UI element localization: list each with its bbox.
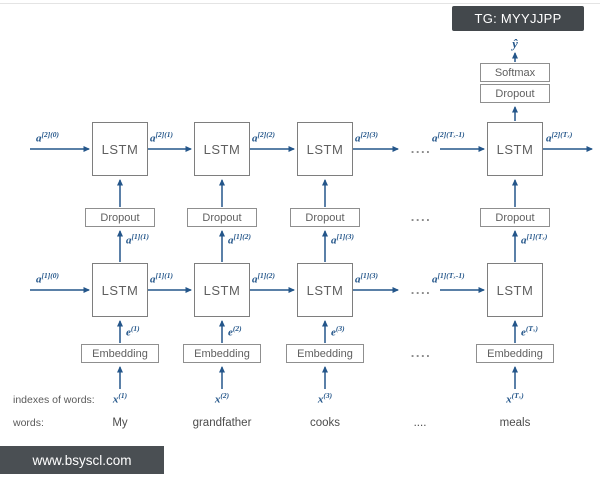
top-divider <box>0 3 600 4</box>
dropout-box-t2: Dropout <box>187 208 257 227</box>
word-cooks: cooks <box>309 417 341 429</box>
caption-words: words: <box>13 417 44 429</box>
label-x-1: x(1) <box>112 391 128 406</box>
dropout-box-t4: Dropout <box>480 208 550 227</box>
embedding-box-t3: Embedding <box>286 344 364 363</box>
embedding-box-t4: Embedding <box>476 344 554 363</box>
label-a1-0: a[1](0) <box>36 271 59 286</box>
caption-indexes-of-words: indexes of words: <box>13 394 95 406</box>
lstm-box-layer1-t3: LSTM <box>297 263 353 317</box>
softmax-box: Softmax <box>480 63 550 82</box>
dropout-box-output: Dropout <box>480 84 550 103</box>
label-x-tx: x(Tₓ) <box>506 391 524 406</box>
lstm-box-layer2-t2: LSTM <box>194 122 250 176</box>
label-a1-out-tx: a[1](Tₓ) <box>521 232 548 247</box>
label-e-tx: e(Tₓ) <box>521 324 539 339</box>
lstm-box-layer2-t3: LSTM <box>297 122 353 176</box>
word-meals: meals <box>499 417 531 429</box>
label-e-2: e(2) <box>228 324 242 339</box>
lstm-box-layer2-t1: LSTM <box>92 122 148 176</box>
label-a2-tx: a[2](Tₓ) <box>546 130 573 145</box>
label-x-2: x(2) <box>214 391 230 406</box>
label-a2-0: a[2](0) <box>36 130 59 145</box>
ellipsis-layer1: .... <box>410 282 432 297</box>
dropout-box-t1: Dropout <box>85 208 155 227</box>
ellipsis-dropout: .... <box>410 209 432 224</box>
label-a1-1: a[1](1) <box>150 271 173 286</box>
label-a1-out-3: a[1](3) <box>331 232 354 247</box>
label-a1-out-2: a[1](2) <box>228 232 251 247</box>
label-a2-2: a[2](2) <box>252 130 275 145</box>
label-a1-2: a[1](2) <box>252 271 275 286</box>
ellipsis-embedding: .... <box>410 345 432 360</box>
dropout-box-t3: Dropout <box>290 208 360 227</box>
lstm-box-layer1-t1: LSTM <box>92 263 148 317</box>
lstm-box-layer1-t4: LSTM <box>487 263 543 317</box>
embedding-box-t2: Embedding <box>183 344 261 363</box>
label-a2-3: a[2](3) <box>355 130 378 145</box>
lstm-box-layer2-t4: LSTM <box>487 122 543 176</box>
label-y-hat: ŷ <box>512 37 518 51</box>
label-x-3: x(3) <box>317 391 333 406</box>
vertical-arrows <box>117 52 518 389</box>
lstm-box-layer1-t2: LSTM <box>194 263 250 317</box>
watermark-bottom-left: www.bsyscl.com <box>0 446 164 474</box>
label-a2-1: a[2](1) <box>150 130 173 145</box>
label-e-3: e(3) <box>331 324 345 339</box>
label-a1-3: a[1](3) <box>355 271 378 286</box>
label-a1-tx-1: a[1](Tₓ-1) <box>432 271 465 286</box>
label-a1-out-1: a[1](1) <box>126 232 149 247</box>
ellipsis-layer2: .... <box>410 141 432 156</box>
label-e-1: e(1) <box>126 324 140 339</box>
embedding-box-t1: Embedding <box>81 344 159 363</box>
word-my: My <box>112 417 128 429</box>
word-grandfather: grandfather <box>192 417 252 429</box>
watermark-top-right: TG: MYYJJPP <box>452 6 584 31</box>
label-a2-tx-1: a[2](Tₓ-1) <box>432 130 465 145</box>
word-ellipsis: .... <box>413 417 427 429</box>
